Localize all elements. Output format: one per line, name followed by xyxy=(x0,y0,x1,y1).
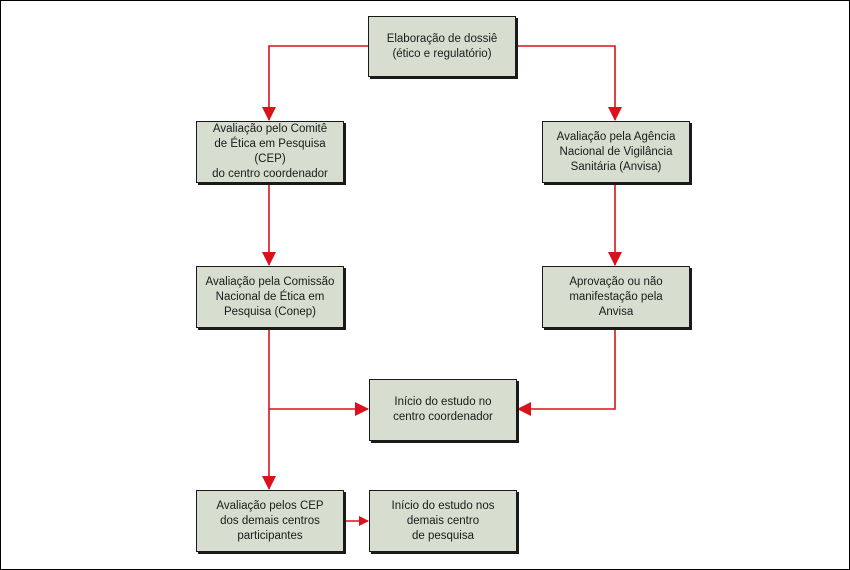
node-inicio-centro-coordenador: Início do estudo no centro coordenador xyxy=(369,379,517,441)
arrow-dossie-to-anvisa xyxy=(516,45,622,121)
node-elaboracao-dossie: Elaboração de dossiê (ético e regulatóri… xyxy=(368,16,516,77)
node-avaliacao-conep: Avaliação pela Comissão Nacional de Étic… xyxy=(196,266,344,328)
arrow-aprovacao-to-inicio-coordenador xyxy=(517,329,616,416)
node-avaliacao-cep: Avaliação pelo Comitê de Ética em Pesqui… xyxy=(196,121,344,183)
node-avaliacao-anvisa: Avaliação pela Agência Nacional de Vigil… xyxy=(542,121,690,183)
arrow-dossie-to-cep xyxy=(262,45,368,121)
node-aprovacao-anvisa: Aprovação ou não manifestação pela Anvis… xyxy=(542,266,690,328)
node-avaliacao-ceps-participantes: Avaliação pelos CEP dos demais centros p… xyxy=(196,490,344,552)
node-inicio-demais-centros: Início do estudo nos demais centro de pe… xyxy=(369,490,517,552)
